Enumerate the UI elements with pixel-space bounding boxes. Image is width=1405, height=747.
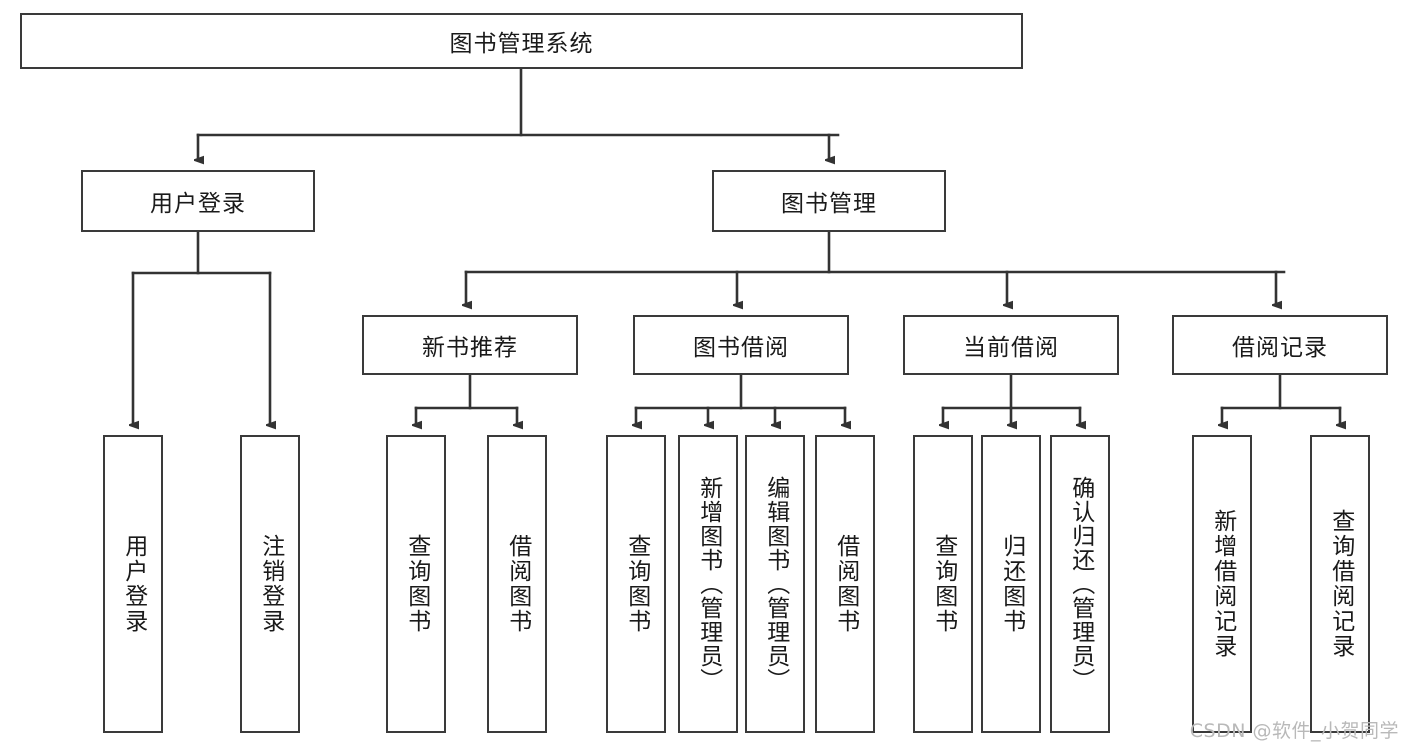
- node-user-login[interactable]: 用户登录: [81, 170, 315, 232]
- node-label: 用户登录: [120, 534, 147, 634]
- leaf-query-borrow-record[interactable]: 查询借阅记录: [1310, 435, 1370, 733]
- node-current-borrow[interactable]: 当前借阅: [903, 315, 1119, 375]
- leaf-query-book-borrow[interactable]: 查询图书: [606, 435, 666, 733]
- leaf-return-book[interactable]: 归还图书: [981, 435, 1041, 733]
- node-label: 归还图书: [998, 534, 1025, 634]
- leaf-edit-book-admin[interactable]: 编辑图书（管理员）: [745, 435, 805, 733]
- node-book-borrow[interactable]: 图书借阅: [633, 315, 849, 375]
- leaf-borrow-book-recommend[interactable]: 借阅图书: [487, 435, 547, 733]
- node-label: 查询图书: [403, 534, 430, 634]
- leaf-add-book-admin[interactable]: 新增图书（管理员）: [678, 435, 738, 733]
- node-label: 新书推荐: [422, 335, 518, 361]
- leaf-query-book-current[interactable]: 查询图书: [913, 435, 973, 733]
- node-label: 借阅记录: [1232, 335, 1328, 361]
- leaf-add-borrow-record[interactable]: 新增借阅记录: [1192, 435, 1252, 733]
- node-label: 查询图书: [930, 534, 957, 634]
- leaf-user-login[interactable]: 用户登录: [103, 435, 163, 733]
- node-label: 借阅图书: [832, 534, 859, 634]
- node-label: 查询图书: [623, 534, 650, 634]
- node-label: 查询借阅记录: [1327, 509, 1354, 659]
- node-label: 用户登录: [150, 191, 246, 217]
- node-root[interactable]: 图书管理系统: [20, 13, 1023, 69]
- node-label: 借阅图书: [504, 534, 531, 634]
- leaf-logout[interactable]: 注销登录: [240, 435, 300, 733]
- watermark: CSDN @软件_小贺同学: [1189, 720, 1399, 742]
- node-label: 注销登录: [257, 534, 284, 634]
- leaf-query-book-recommend[interactable]: 查询图书: [386, 435, 446, 733]
- node-label: 新增图书（管理员）: [695, 476, 722, 692]
- node-label: 图书借阅: [693, 335, 789, 361]
- node-new-book-recommend[interactable]: 新书推荐: [362, 315, 578, 375]
- leaf-borrow-book[interactable]: 借阅图书: [815, 435, 875, 733]
- node-label: 确认归还（管理员）: [1067, 476, 1094, 692]
- node-label: 编辑图书（管理员）: [762, 476, 789, 692]
- node-label: 当前借阅: [963, 335, 1059, 361]
- node-label: 图书管理: [781, 191, 877, 217]
- node-label: 新增借阅记录: [1209, 509, 1236, 659]
- node-book-management[interactable]: 图书管理: [712, 170, 946, 232]
- node-label: 图书管理系统: [449, 31, 594, 57]
- node-borrow-records[interactable]: 借阅记录: [1172, 315, 1388, 375]
- leaf-confirm-return-admin[interactable]: 确认归还（管理员）: [1050, 435, 1110, 733]
